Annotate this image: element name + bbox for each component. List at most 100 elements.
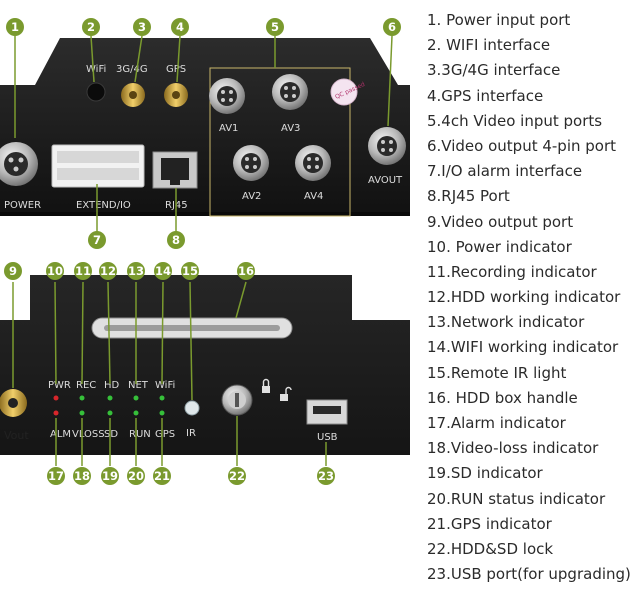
svg-text:12: 12 [100,264,116,278]
svg-text:19: 19 [102,469,118,483]
callout-badge-16: 16 [237,262,255,280]
wifi-port-label: WiFi [86,64,106,75]
top-device-body [0,38,410,215]
rj45-port [152,151,198,189]
wifi-led-label: WiFi [155,380,175,391]
svg-text:4: 4 [176,20,184,34]
alarm-indicator-led [53,410,59,416]
svg-text:15: 15 [182,264,198,278]
legend-item: 20.RUN status indicator [427,489,606,508]
usb-label: USB [317,432,338,443]
callout-badge-18: 18 [73,467,91,485]
callout-badge-11: 11 [74,262,92,280]
callout-badge-2: 2 [82,18,100,36]
vout-connector [0,389,27,417]
alm-label: ALM [50,429,71,440]
network-indicator-led [133,395,139,401]
callout-badge-12: 12 [99,262,117,280]
antenna-3g4g-label: 3G/4G [116,64,148,75]
legend-item: 15.Remote IR light [427,363,567,382]
av4-label: AV4 [304,191,323,202]
svg-text:10: 10 [47,264,63,278]
wifi-port [86,82,106,102]
av2-label: AV2 [242,191,261,202]
legend-item: 17.Alarm indicator [427,414,566,432]
legend-item: 6.Video output 4-pin port [427,136,617,155]
av1-label: AV1 [219,123,238,134]
legend-item: 16. HDD box handle [427,388,578,407]
qc-sticker [330,78,358,106]
top-device-edge [0,212,410,216]
svg-text:18: 18 [74,469,90,483]
legend-item: 9.Video output port [427,212,574,231]
callout-badge-13: 13 [127,262,145,280]
usb-port [306,399,348,425]
vloss-label: VLOSS [72,429,105,440]
legend-item: 1. Power input port [427,11,571,29]
svg-text:14: 14 [155,264,171,278]
svg-text:13: 13 [128,264,144,278]
callout-badge-8: 8 [167,231,185,249]
hdd-box-handle-slot [104,325,280,331]
callout-badge-9: 9 [4,262,22,280]
av1-connector [209,78,245,114]
hd-label: HD [104,380,120,391]
legend-item: 8.RJ45 Port [427,187,510,206]
callout-badge-5: 5 [266,18,284,36]
legend-item: 19.SD indicator [427,464,543,483]
hdd-sd-lock [221,384,253,416]
remote-ir-window [184,400,200,416]
video-loss-indicator-led [79,410,85,416]
legend-item: 10. Power indicator [427,237,572,256]
lock-icon [262,378,270,393]
callout-badge-1: 1 [6,18,24,36]
svg-text:2: 2 [87,20,95,34]
antenna-gps-label: GPS [166,64,186,75]
callout-badges: 1 2 3 4 5 6 7 8 9 10 11 12 13 14 15 16 1… [4,18,401,485]
unlock-icon [280,386,292,401]
legend-item: 2. WIFI interface [427,36,551,55]
av2-connector [233,145,269,181]
av-ports-frame [209,67,351,217]
callout-badge-22: 22 [228,467,246,485]
ir-label: IR [186,428,196,439]
sd-label: SD [104,429,118,440]
svg-text:16: 16 [238,264,254,278]
legend-item: 5.4ch Video input ports [427,111,603,130]
antenna-gps [164,83,188,107]
legend-item: 22.HDD&SD lock [427,539,554,558]
device-illustration: WiFi 3G/4G GPS AV1 AV3 [0,18,410,485]
av4-connector [295,145,331,181]
callout-leader-lines [12,35,393,466]
antenna-3g4g [121,83,145,107]
legend-item: 23.USB port(for upgrading) [427,565,631,584]
net-label: NET [128,380,149,391]
legend-item: 3.3G/4G interface [427,61,561,80]
legend-item: 21.GPS indicator [427,514,552,533]
svg-text:8: 8 [172,233,180,247]
svg-text:21: 21 [154,469,170,483]
wifi-indicator-led [159,395,165,401]
legend-item: 4.GPS interface [427,86,544,105]
svg-text:9: 9 [9,264,17,278]
av3-connector [272,74,308,110]
svg-text:20: 20 [128,469,144,483]
legend-item: 12.HDD working indicator [427,288,621,307]
power-label: POWER [4,200,41,211]
callout-badge-20: 20 [127,467,145,485]
bottom-device-body [0,275,410,455]
recording-indicator-led [79,395,85,401]
gps-indicator-led [159,410,165,416]
power-connector [0,142,38,186]
rec-label: REC [76,380,96,391]
top-device-panel: WiFi 3G/4G GPS AV1 AV3 [0,38,410,217]
gps-led-label: GPS [155,429,175,440]
legend-item: 13.Network indicator [427,313,585,332]
svg-text:7: 7 [93,233,101,247]
callout-badge-6: 6 [383,18,401,36]
legend-item: 7.I/O alarm interface [427,162,583,181]
run-indicator-led [133,410,139,416]
callout-badge-10: 10 [46,262,64,280]
callout-badge-23: 23 [317,467,335,485]
svg-text:6: 6 [388,20,396,34]
